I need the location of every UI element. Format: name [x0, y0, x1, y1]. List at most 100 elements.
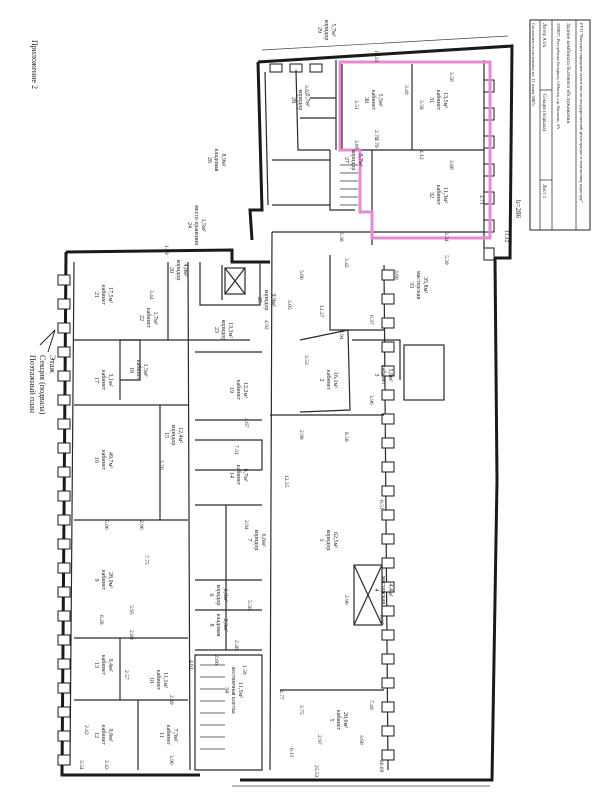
- room-number: 1: [318, 539, 324, 542]
- room-area: 13,5м²: [442, 92, 448, 108]
- room-number: 22: [138, 315, 144, 321]
- room-number: 11: [158, 732, 164, 738]
- room-number: 14: [228, 472, 234, 478]
- plan-section: Секция (подвала): [38, 355, 47, 415]
- room-area: 5,9м²: [387, 368, 393, 381]
- room-number: 5: [328, 719, 334, 722]
- dimension-label: 4.67: [243, 418, 249, 428]
- room-area: 12,4м²: [177, 427, 183, 443]
- plan-title: Поэтажный план: [28, 355, 37, 414]
- window-left: [57, 466, 71, 478]
- dimension-label: 1.59: [241, 665, 247, 675]
- dimension-label: 7.75: [143, 555, 149, 565]
- room-number: 6: [208, 594, 214, 597]
- window-left: [57, 274, 71, 286]
- room-area: 17,5м²: [107, 287, 113, 303]
- stairs: [200, 164, 358, 750]
- window-top: [269, 63, 283, 73]
- room-name: кабинет: [235, 465, 242, 486]
- dimension-label: 7.49: [368, 700, 374, 710]
- window-right: [483, 247, 495, 261]
- dimension-label: 4.71: [478, 195, 484, 205]
- room-name: кабинет: [435, 90, 442, 111]
- dimension-label: 3.90: [168, 755, 174, 765]
- dimension-label: 25.53: [313, 765, 319, 778]
- window-left: [57, 562, 71, 574]
- plan-floor: Этаж: [48, 355, 57, 373]
- room-number: 33: [408, 282, 414, 288]
- window-right: [381, 701, 395, 713]
- room-number: 7: [246, 539, 252, 542]
- room-name: коридор: [170, 425, 176, 446]
- room-name: кладовая: [213, 149, 219, 172]
- dimension-label: 3.51: [353, 100, 359, 110]
- room-name: кабинет: [435, 185, 442, 206]
- room-name: кабинет: [335, 710, 342, 731]
- window-right: [381, 293, 395, 305]
- window-left: [57, 658, 71, 670]
- window-right: [381, 461, 395, 473]
- room-number: 3: [373, 374, 379, 377]
- room-number: 18: [128, 367, 134, 373]
- dimension-label: 2.94: [243, 520, 249, 530]
- window-right: [381, 557, 395, 569]
- room-name: кладовая: [215, 614, 221, 637]
- dimension-label: 4.77: [278, 690, 284, 700]
- window-right: [381, 749, 395, 761]
- window-right: [381, 413, 395, 425]
- window-left: [57, 706, 71, 718]
- dimension-label: 3.42: [343, 258, 349, 268]
- dimension-label: 2.46: [233, 640, 239, 650]
- dimension-label: 2.42: [83, 725, 89, 735]
- dimension-label: 2.89: [128, 630, 134, 640]
- room-name: коридор: [297, 90, 303, 111]
- dimension-label: 3.50: [448, 72, 454, 82]
- window-right: [381, 341, 395, 353]
- room-number: 30: [363, 97, 369, 103]
- window-right: [381, 389, 395, 401]
- dimension-label: 8.58: [343, 432, 349, 442]
- room-name: кабинет: [100, 725, 107, 746]
- room-number: 9: [93, 579, 99, 582]
- window-left: [57, 610, 71, 622]
- stamp-address: 220037, Республика Беларусь, г.Минск, пр…: [555, 23, 561, 130]
- window-right: [381, 533, 395, 545]
- stamp-building: Здание комбината бытового обслуживания: [565, 23, 572, 123]
- room-name: коридор: [215, 585, 221, 606]
- dimension-label: 6.28: [98, 615, 104, 625]
- stamp-letter: Литер А1/к: [541, 23, 546, 48]
- window-right: [381, 629, 395, 641]
- window-right: [381, 485, 395, 497]
- dimension-label: 5.39: [443, 255, 449, 265]
- room-area: 6,6м²: [260, 533, 266, 546]
- room-number: 25: [256, 297, 262, 303]
- window-left: [57, 442, 71, 454]
- dimension-label: 6.11: [288, 748, 294, 758]
- room-area: 6,6м²: [222, 588, 228, 601]
- room-number: 10: [148, 677, 154, 683]
- room-name: коридор: [263, 290, 269, 311]
- room-name: мастерская: [415, 271, 421, 300]
- dimension-label: 2.94: [338, 330, 344, 340]
